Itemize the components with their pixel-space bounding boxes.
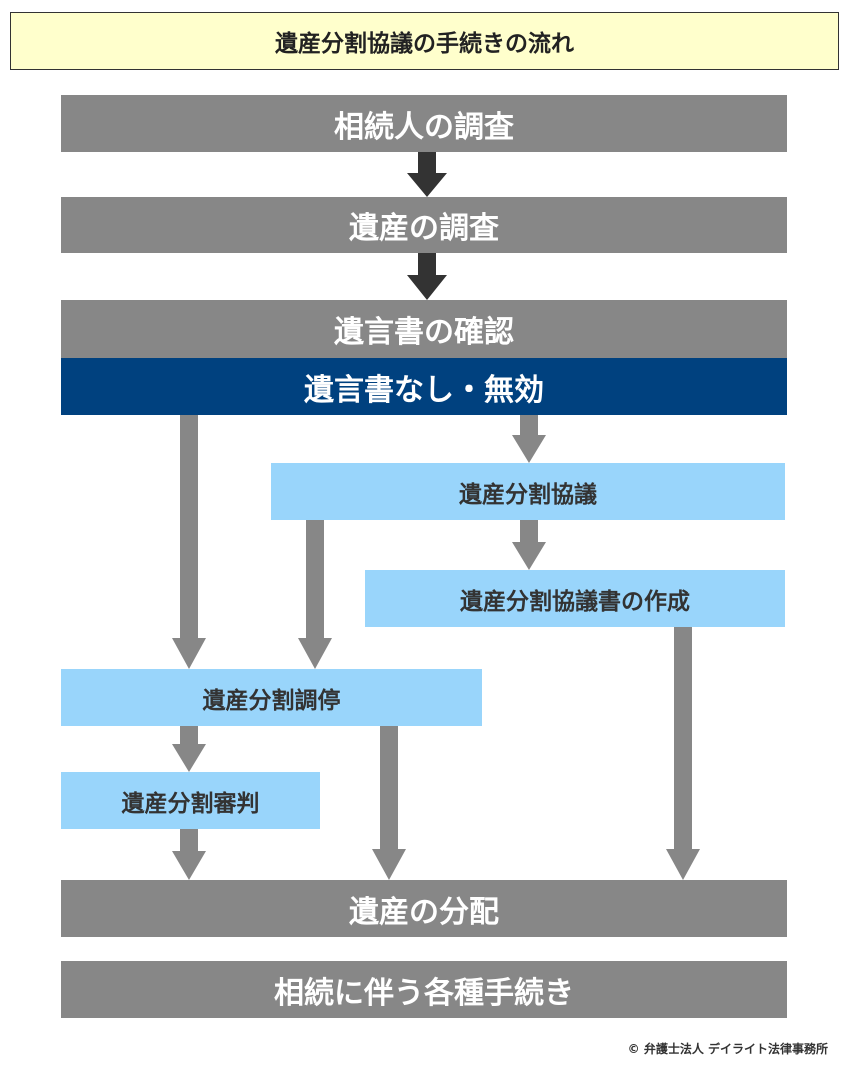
step-no-will-invalid: 遺言書なし・無効 <box>61 358 787 415</box>
step-will-confirmation: 遺言書の確認 <box>61 300 787 358</box>
page-title: 遺産分割協議の手続きの流れ <box>10 12 839 70</box>
arrow-down-icon <box>172 726 206 772</box>
step-adjudication: 遺産分割審判 <box>61 772 320 829</box>
step-estate-investigation: 遺産の調査 <box>61 197 787 253</box>
copyright-notice: © 弁護士法人 デイライト法律事務所 <box>627 1042 828 1056</box>
arrow-down-icon <box>407 253 447 300</box>
step-heir-investigation: 相続人の調査 <box>61 95 787 152</box>
step-mediation: 遺産分割調停 <box>61 669 482 726</box>
arrow-down-icon <box>407 152 447 197</box>
step-procedures: 相続に伴う各種手続き <box>61 961 787 1018</box>
arrow-down-icon <box>172 829 206 880</box>
step-distribution: 遺産の分配 <box>61 880 787 937</box>
arrow-down-icon <box>298 520 332 669</box>
arrow-down-icon <box>666 627 700 880</box>
step-division-consultation: 遺産分割協議 <box>271 463 785 520</box>
arrow-down-icon <box>172 415 206 669</box>
arrow-down-icon <box>512 520 546 570</box>
arrow-down-icon <box>372 726 406 880</box>
step-agreement-document: 遺産分割協議書の作成 <box>365 570 785 627</box>
arrow-down-icon <box>512 415 546 463</box>
